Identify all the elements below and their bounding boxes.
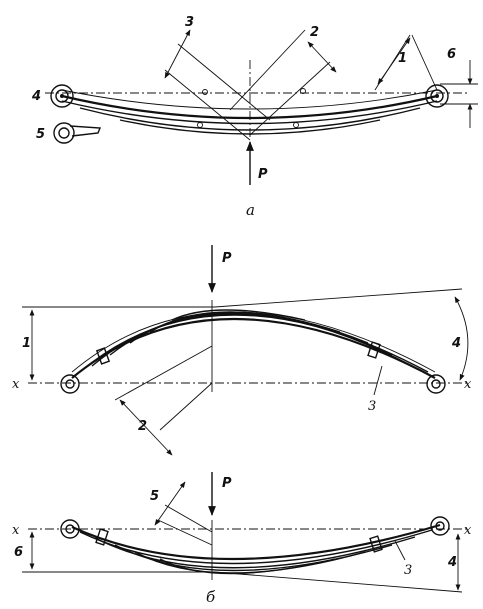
dim-line-3b [164,69,251,141]
label-3-b: 3 [368,399,376,414]
ext-line-1b [411,34,438,91]
upper-line-a [61,89,438,110]
dim-line-3a [177,43,271,121]
dim-line-2b [249,61,331,136]
ext-line-2b-b [159,382,213,431]
leaf-6-c [159,558,336,575]
dim-arrow-2-b [119,399,173,456]
spring-eye-right-c [430,516,450,536]
label-5-a: 5 [36,127,45,142]
dim-arc-4-b [454,296,469,381]
figure-c: x x 6 P 5 [12,472,472,606]
dim-arrow-3 [164,29,191,79]
axis-label-left-c: x [12,523,20,538]
label-3-c: 3 [404,563,412,578]
slope-ref-b [214,288,463,308]
label-2-a: 2 [310,25,319,40]
figure-b: x x 1 P [12,245,472,456]
clamp-right-c [369,535,383,553]
label-6-c: 6 [14,545,23,560]
clamp-right-b [367,341,381,359]
rivet-a3 [197,122,203,128]
rivet-a1 [202,89,208,95]
label-4-a: 4 [31,89,41,104]
figure-a: P 3 2 1 6 4 5 а [31,15,478,219]
spring-eye-left-a [50,84,74,108]
spring-eye-right-b [426,374,446,394]
spring-eye-left-b [60,374,80,394]
ext-line-5b-c [157,519,213,546]
rivet-a4 [293,122,299,128]
force-label-a: P [258,167,268,182]
leader-3-b [373,365,383,396]
label-5-c: 5 [150,489,159,504]
slope-ref-c [214,571,463,593]
caption-a: а [246,201,255,219]
label-4-c: 4 [447,555,457,570]
label-3-a: 3 [185,15,194,30]
label-6-a: 6 [447,47,456,62]
dim-arrow-2 [307,41,337,73]
force-label-b: P [222,251,232,266]
leaf-3-b [91,313,413,367]
caption-c: б [206,588,216,606]
dim-line-2a [229,29,306,111]
axis-label-right-b: x [464,377,472,392]
main-leaf-c [71,523,441,561]
dim-arrow-5-c [154,481,186,526]
axis-label-right-c: x [464,523,472,538]
label-4-b: 4 [451,336,461,351]
leader-3-c [394,540,406,561]
clamp-left-b [95,347,111,365]
rivet-a2 [300,88,306,94]
axis-label-left-b: x [12,377,20,392]
spring-eye-left-c [60,519,80,539]
ext-line-5a-c [164,504,213,533]
dim-arrow-1 [377,37,411,85]
spring-eye-5-a [53,122,102,144]
force-label-c: P [222,476,232,491]
label-1-a: 1 [398,51,407,66]
label-1-b: 1 [22,336,31,351]
leaf-4-b [109,312,393,356]
ext-line-2a-b [114,345,213,401]
clamp-left-c [95,528,109,546]
leaf-2-a [61,100,438,125]
label-2-b: 2 [138,419,147,434]
